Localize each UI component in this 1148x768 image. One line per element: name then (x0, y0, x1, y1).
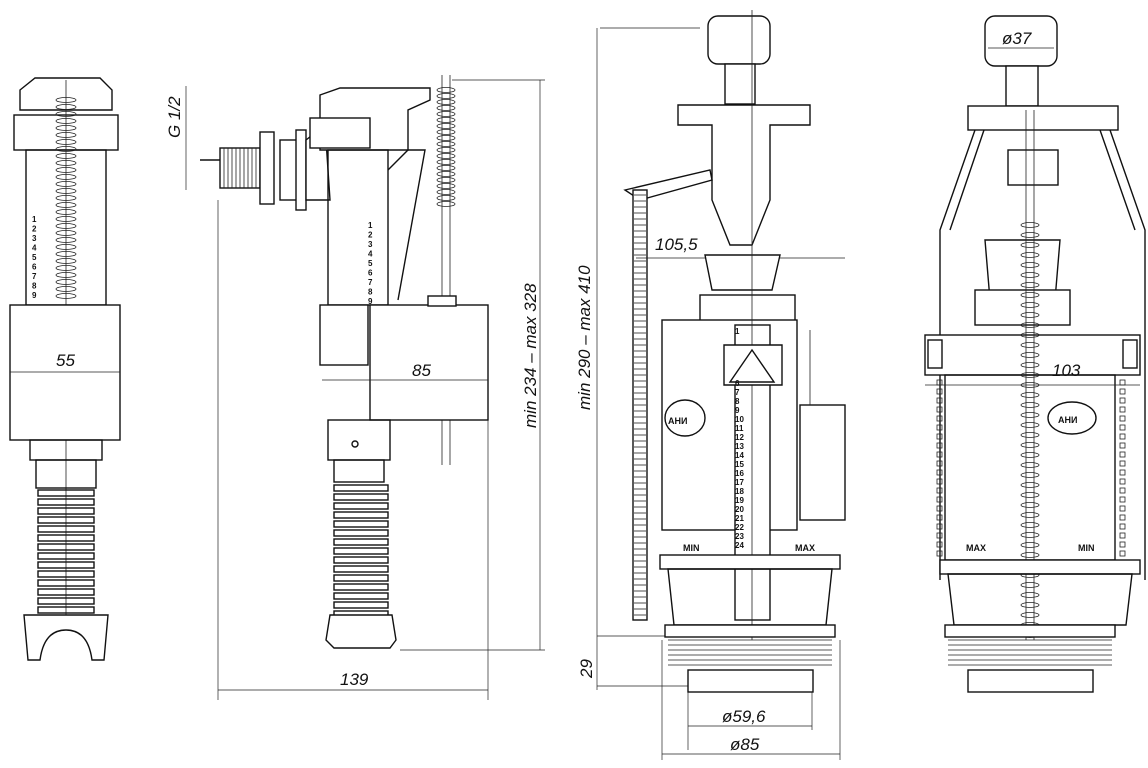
scale-mark: 1 (32, 215, 37, 224)
float (9, 304, 121, 441)
scale-mark: 12 (735, 433, 744, 442)
width-dimension-55: 55 (56, 351, 75, 370)
scale-mark: 8 (32, 282, 37, 291)
scale-mark: 16 (735, 469, 744, 478)
scale-mark: 1 (735, 327, 740, 336)
scale-mark: 22 (735, 523, 744, 532)
scale-mark: 11 (735, 424, 744, 433)
flush-valve-front-view: ø37 103 АНИ MAX MIN (924, 15, 1146, 693)
logo: АНИ (1058, 415, 1077, 425)
scale-mark: 8 (368, 288, 373, 297)
scale-mark: 3 (368, 240, 373, 249)
scale-mark: 2 (368, 231, 373, 240)
scale-mark: 9 (735, 406, 740, 415)
thread-height-label: 29 (577, 659, 596, 679)
width-dimension-103: 103 (1052, 361, 1081, 380)
scale-mark: 4 (32, 244, 37, 253)
height-range-label: min 290 – max 410 (575, 265, 594, 410)
min-level-label: MIN (683, 543, 700, 553)
scale-mark: 20 (735, 505, 744, 514)
flush-valve-side-view: min 290 – max 410 29 105,5 АНИ MIN MAX (575, 10, 846, 760)
thread-label: G 1/2 (165, 96, 184, 138)
scale-mark: 18 (735, 487, 744, 496)
width-dimension-139: 139 (340, 670, 369, 689)
scale-mark: 6 (368, 269, 373, 278)
scale-mark: 7 (32, 272, 37, 281)
scale-mark: 15 (735, 460, 744, 469)
scale-mark: 2 (32, 225, 37, 234)
scale-mark: 14 (735, 451, 744, 460)
scale-mark: 21 (735, 514, 744, 523)
scale-mark: 4 (368, 250, 373, 259)
float-dimension-85: 85 (412, 361, 431, 380)
scale-mark: 5 (368, 259, 373, 268)
scale-mark: 3 (32, 234, 37, 243)
max-level-label: MAX (966, 543, 986, 553)
inner-diameter-label: ø59,6 (722, 707, 766, 726)
scale-mark: 7 (735, 388, 740, 397)
scale-mark: 17 (735, 478, 744, 487)
scale-mark: 9 (368, 297, 373, 306)
scale-mark: 6 (735, 379, 740, 388)
scale-mark: 7 (368, 278, 373, 287)
scale-mark: 10 (735, 415, 744, 424)
flush-button (707, 15, 771, 65)
scale-mark: 8 (735, 397, 740, 406)
logo: АНИ (668, 416, 687, 426)
scale-mark: 13 (735, 442, 744, 451)
scale-mark: 19 (735, 496, 744, 505)
float (369, 304, 489, 421)
height-range-label: min 234 – max 328 (521, 283, 540, 428)
max-level-label: MAX (795, 543, 815, 553)
outer-diameter-label: ø85 (730, 735, 760, 754)
lever-dimension-label: 105,5 (655, 235, 698, 254)
scale-mark: 23 (735, 532, 744, 541)
scale-mark: 6 (32, 263, 37, 272)
min-level-label: MIN (1078, 543, 1095, 553)
scale-mark: 5 (32, 253, 37, 262)
scale-mark: 24 (735, 541, 744, 550)
button-diameter-label: ø37 (1002, 29, 1032, 48)
scale-mark: 9 (32, 291, 37, 300)
scale-mark: 1 (368, 221, 373, 230)
